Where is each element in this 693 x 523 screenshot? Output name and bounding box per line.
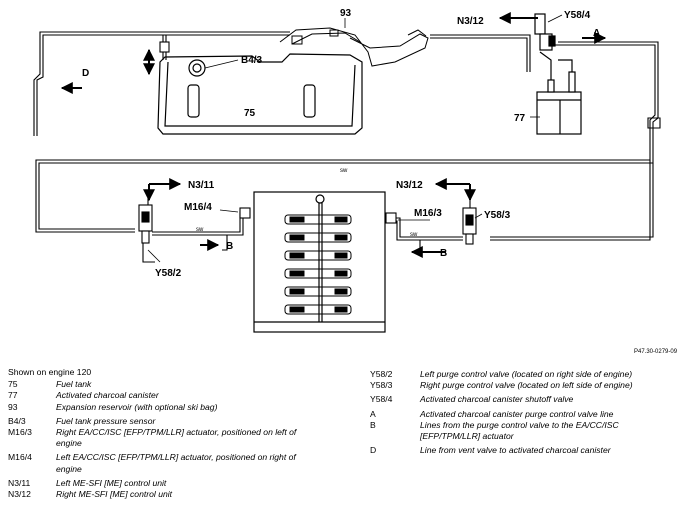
legend-row: 75 Fuel tank (8, 379, 338, 390)
legend-row: 93 Expansion reservoir (with optional ski… (8, 402, 338, 413)
legend-desc: Left EA/CC/ISC [EFP/TPM/LLR] actuator, p… (56, 452, 296, 474)
legend-desc: Fuel tank (56, 379, 92, 390)
legend-desc: Left purge control valve (located on rig… (420, 369, 633, 379)
legend-heading: Shown on engine 120 (8, 367, 92, 377)
legend-code: D (370, 445, 377, 456)
legend-code: 93 (8, 401, 18, 412)
expansion-reservoir (279, 27, 429, 67)
legend-desc: Fuel tank pressure sensor (56, 415, 156, 426)
charcoal-canister (536, 51, 582, 135)
label-b-left: B (226, 241, 233, 252)
legend-desc: Expansion reservoir (with optional ski b… (56, 401, 218, 412)
label-75: 75 (244, 108, 256, 119)
legend-desc: Lines from the purge control valve to th… (420, 419, 619, 442)
label-sw-left: sw (196, 227, 204, 233)
label-n3-11: N3/11 (188, 180, 215, 191)
legend-desc: Right purge control valve (located on le… (420, 380, 633, 391)
intake-runners (284, 214, 352, 315)
legend-code: B (370, 419, 376, 430)
legend-row: B4/3 Fuel tank pressure sensor (8, 416, 338, 427)
legend-desc: Activated charcoal canister (56, 390, 159, 401)
legend-code: M16/4 (8, 452, 32, 463)
label-m16-3: M16/3 (414, 208, 442, 219)
evap-system-diagram: 93 B4/3 75 D N3/12 Y58/4 A 77 N3/11 N3/1… (33, 8, 661, 333)
legend-desc: Right EA/CC/ISC [EFP/TPM/LLR] actuator, … (56, 427, 297, 449)
legend-desc: Activated charcoal canister purge contro… (420, 408, 614, 419)
label-b-right: B (440, 248, 447, 259)
label-y58-2: Y58/2 (155, 268, 182, 279)
sw-line (35, 140, 654, 241)
label-y58-3: Y58/3 (484, 210, 511, 221)
label-m16-4: M16/4 (184, 202, 212, 213)
legend-code: A (370, 408, 376, 419)
label-y58-4: Y58/4 (564, 10, 591, 21)
legend-code: N3/11 (8, 477, 31, 488)
right-purge-valve (385, 192, 477, 253)
label-b4-3: B4/3 (241, 55, 263, 66)
legend-code: 75 (8, 379, 18, 390)
label-a: A (593, 28, 600, 39)
label-sw-mid: sw (340, 168, 348, 174)
legend-row: N3/12 Right ME-SFI [ME] control unit (8, 489, 338, 500)
figure-reference: P47.30-0279-09 (634, 349, 678, 355)
legend-row: D Line from vent valve to activated charc… (370, 445, 688, 456)
engine-block (253, 191, 386, 333)
legend-row: 77 Activated charcoal canister (8, 390, 338, 401)
label-d: D (82, 68, 89, 79)
legend-row: N3/11 Left ME-SFI [ME] control unit (8, 478, 338, 489)
legend-desc: Left ME-SFI [ME] control unit (56, 477, 167, 488)
left-purge-valve (138, 190, 251, 263)
legend-code: B4/3 (8, 415, 26, 426)
legend-code: N3/12 (8, 489, 31, 500)
legend-code: Y58/3 (370, 380, 393, 391)
legend-row: M16/3 Right EA/CC/ISC [EFP/TPM/LLR] actua… (8, 427, 338, 449)
label-n3-12-top: N3/12 (457, 16, 484, 27)
legend-code: M16/3 (8, 427, 32, 438)
legend-desc: Activated charcoal canister shutoff valv… (420, 394, 574, 405)
legend-row: Y58/4 Activated charcoal canister shutoff… (370, 394, 688, 405)
legend-desc: Right ME-SFI [ME] control unit (56, 489, 173, 500)
canister-shutoff-valve (534, 13, 556, 51)
legend-code: Y58/2 (370, 369, 393, 379)
legend-right: Y58/2 Left purge control valve (located o… (370, 369, 688, 456)
legend-row: M16/4 Left EA/CC/ISC [EFP/TPM/LLR] actuat… (8, 452, 338, 474)
legend-row: A Activated charcoal canister purge contr… (370, 409, 688, 420)
legend-row: B Lines from the purge control valve to t… (370, 420, 688, 442)
label-sw-right: sw (410, 232, 418, 238)
legend-row: Y58/3 Right purge control valve (located … (370, 380, 688, 391)
legend-code: Y58/4 (370, 394, 393, 405)
label-n3-12: N3/12 (396, 180, 423, 191)
flow-arrows (60, 12, 607, 258)
label-77: 77 (514, 113, 526, 124)
line-a (430, 34, 661, 140)
legend-left: Shown on engine 120 75 Fuel tank 77 Activa… (8, 367, 338, 500)
label-93: 93 (340, 8, 352, 19)
legend-code: 77 (8, 390, 18, 401)
fuel-tank (157, 53, 363, 135)
legend-desc: Line from vent valve to activated charco… (420, 445, 611, 456)
legend-row: Y58/2 Left purge control valve (located o… (370, 369, 688, 380)
line-d (33, 31, 290, 136)
leader-lines (147, 14, 563, 263)
